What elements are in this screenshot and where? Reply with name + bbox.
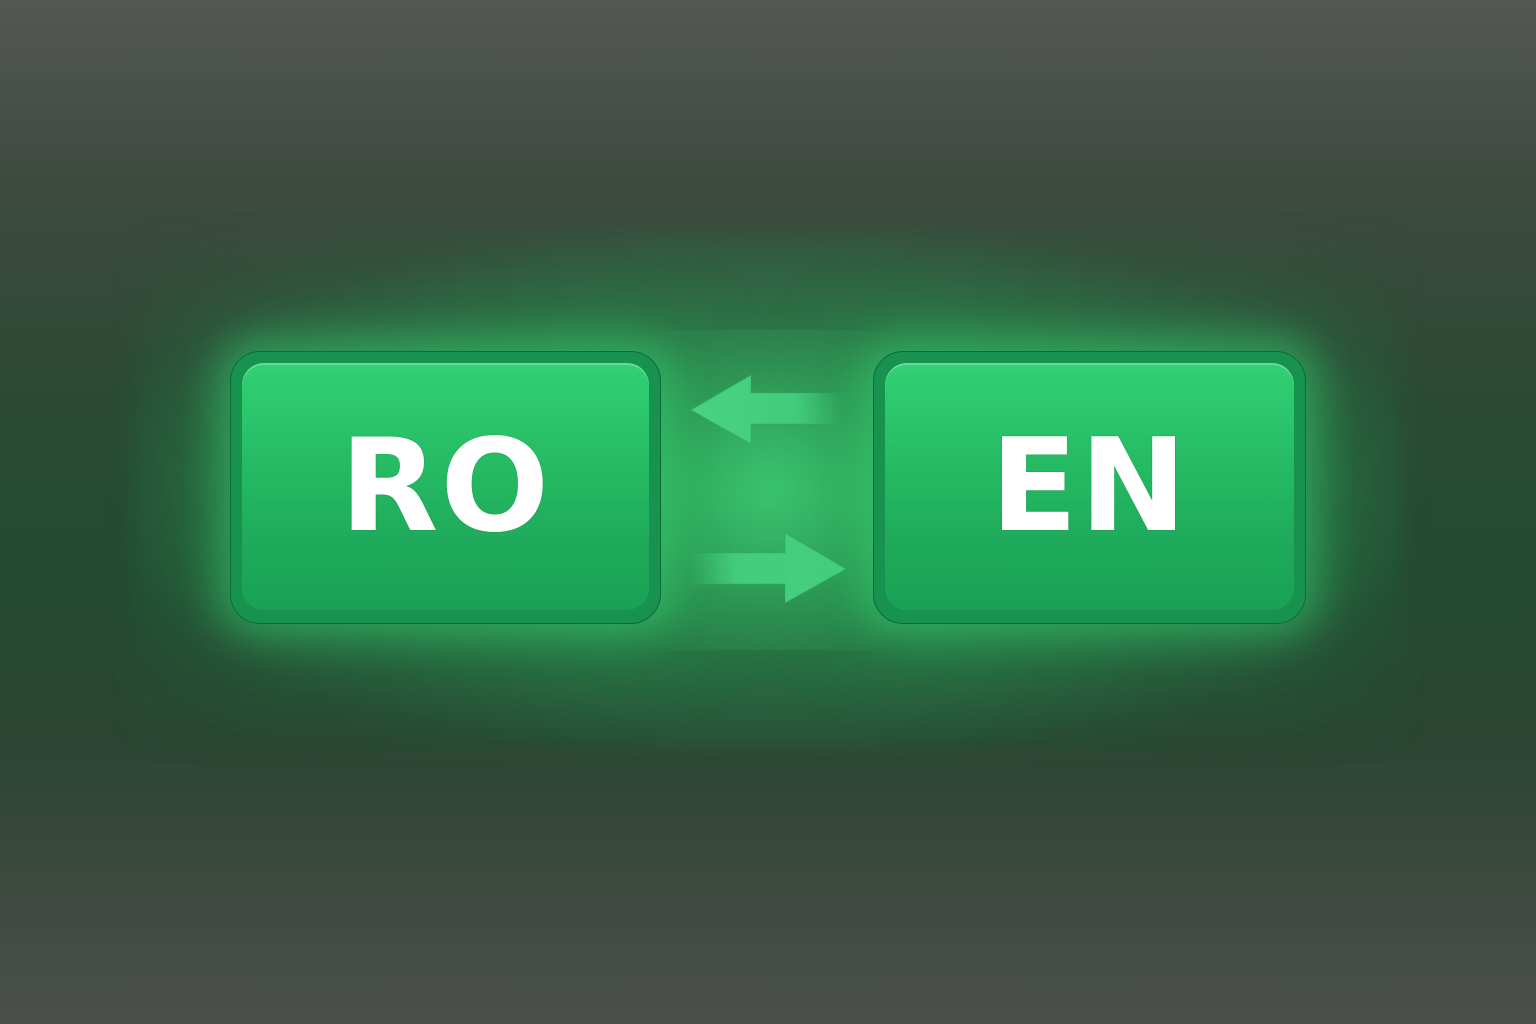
target-language-button[interactable]: EN <box>873 351 1306 624</box>
target-language-label: EN <box>990 411 1189 561</box>
arrow-right-icon[interactable] <box>688 531 850 607</box>
source-language-button[interactable]: RO <box>230 351 661 624</box>
target-language-face: EN <box>885 363 1294 610</box>
arrow-left-icon[interactable] <box>688 372 848 448</box>
source-language-label: RO <box>339 411 552 561</box>
source-language-face: RO <box>242 363 649 610</box>
center-glow <box>640 330 900 650</box>
